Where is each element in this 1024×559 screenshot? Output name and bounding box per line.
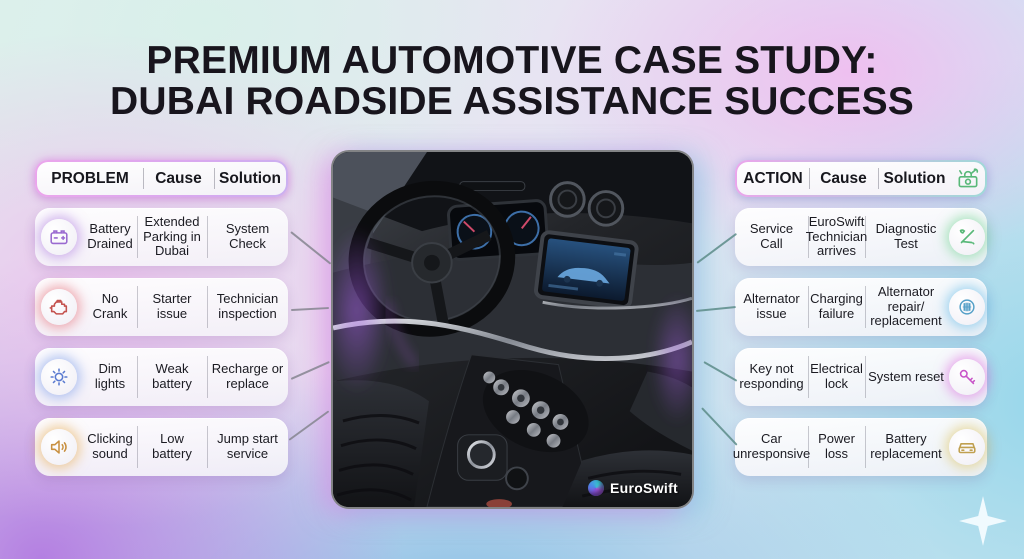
cell-cause: EuroSwift Technician arrives bbox=[806, 208, 867, 266]
cell-action: Service Call bbox=[749, 221, 794, 251]
cell-problem: Dim lights bbox=[94, 361, 126, 391]
cell-action: Key not responding bbox=[739, 361, 804, 391]
cell-cause: Weak battery bbox=[137, 348, 207, 406]
seats bbox=[333, 371, 692, 507]
header-cell-cause: Cause bbox=[809, 162, 878, 195]
header-cell-solution: Solution bbox=[214, 162, 286, 195]
cell-problem: No Crank bbox=[92, 291, 128, 321]
cell-solution: Recharge or replace bbox=[207, 348, 288, 406]
battery-icon bbox=[41, 219, 77, 255]
cell-action: Car unresponsive bbox=[732, 431, 811, 461]
brand-logo-text: EuroSwift bbox=[609, 480, 678, 496]
header-cell-action: ACTION bbox=[743, 169, 803, 187]
gear-shifter bbox=[457, 434, 529, 491]
speaker-icon bbox=[41, 429, 77, 465]
table-row: Battery Drained Extended Parking in Duba… bbox=[35, 208, 288, 266]
key-icon bbox=[949, 359, 985, 395]
car-icon bbox=[949, 429, 985, 465]
cell-solution: System reset bbox=[865, 348, 947, 406]
engine-icon bbox=[41, 289, 77, 325]
table-row: Service Call EuroSwift Technician arrive… bbox=[735, 208, 987, 266]
alternator-icon bbox=[949, 289, 985, 325]
cell-problem: Battery Drained bbox=[87, 221, 133, 251]
action-table: ACTION Cause Solution Service Call EuroS… bbox=[732, 160, 987, 488]
brand-logo-mark-icon bbox=[587, 480, 604, 496]
cell-action: Alternator issue bbox=[743, 291, 800, 321]
header-cell-cause: Cause bbox=[143, 162, 214, 195]
table-row: Alternator issue Charging failure Altern… bbox=[735, 278, 987, 336]
page-title: PREMIUM AUTOMOTIVE CASE STUDY: DUBAI ROA… bbox=[0, 40, 1024, 122]
cell-solution: Jump start service bbox=[207, 418, 288, 476]
cell-solution: Technician inspection bbox=[207, 278, 288, 336]
cell-cause: Low battery bbox=[137, 418, 207, 476]
page-title-line2: DUBAI ROADSIDE ASSISTANCE SUCCESS bbox=[109, 80, 915, 123]
connector-line bbox=[695, 306, 736, 312]
cell-cause: Power loss bbox=[808, 418, 865, 476]
connector-line bbox=[701, 407, 738, 446]
connector-line bbox=[290, 231, 332, 265]
brand-logo: EuroSwift bbox=[587, 480, 678, 496]
connector-line bbox=[288, 410, 330, 441]
car-interior-photo: EuroSwift bbox=[331, 150, 694, 509]
action-table-header: ACTION Cause Solution bbox=[735, 160, 987, 197]
cell-cause: Starter issue bbox=[137, 278, 207, 336]
table-row: Key not responding Electrical lock Syste… bbox=[735, 348, 987, 406]
connector-line bbox=[290, 360, 330, 380]
connector-line bbox=[703, 361, 738, 382]
infotainment-screen bbox=[534, 230, 639, 310]
table-row: Car unresponsive Power loss Battery repl… bbox=[732, 418, 987, 476]
brightness-icon bbox=[41, 359, 77, 395]
table-row: No Crank Starter issue Technician inspec… bbox=[35, 278, 288, 336]
table-row: Dim lights Weak battery Recharge or repl… bbox=[35, 348, 288, 406]
cell-problem: Clicking sound bbox=[87, 431, 133, 461]
cell-solution: System Check bbox=[207, 208, 288, 266]
cell-cause: Extended Parking in Dubai bbox=[137, 208, 207, 266]
problem-table-header: PROBLEM Cause Solution bbox=[35, 160, 288, 197]
connector-line bbox=[696, 232, 737, 264]
header-cell-problem: PROBLEM bbox=[51, 169, 129, 187]
air-vents bbox=[459, 181, 625, 227]
page-title-line1: PREMIUM AUTOMOTIVE CASE STUDY: bbox=[146, 39, 878, 82]
problem-table: PROBLEM Cause Solution Battery Drained E… bbox=[35, 160, 288, 488]
sparkle-icon bbox=[959, 496, 1007, 546]
cell-solution: Battery replacement bbox=[865, 418, 947, 476]
connector-line bbox=[290, 307, 329, 311]
header-cell-solution: Solution bbox=[878, 162, 951, 195]
car-interior-art bbox=[333, 152, 692, 507]
cell-solution: Alternator repair/ replacement bbox=[865, 278, 947, 336]
cell-solution: Diagnostic Test bbox=[865, 208, 947, 266]
table-row: Clicking sound Low battery Jump start se… bbox=[35, 418, 288, 476]
toolbox-icon bbox=[951, 162, 985, 195]
tools-icon bbox=[949, 219, 985, 255]
cell-cause: Electrical lock bbox=[808, 348, 865, 406]
cell-cause: Charging failure bbox=[808, 278, 865, 336]
